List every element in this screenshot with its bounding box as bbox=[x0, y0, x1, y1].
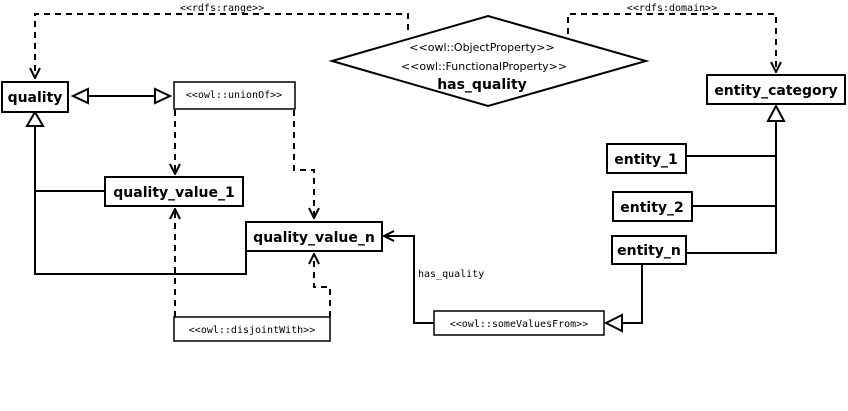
subclass-arrowhead-quality bbox=[25, 109, 45, 127]
union-of-label: <<owl::unionOf>> bbox=[186, 90, 282, 101]
class-entity-n[interactable]: entity_n bbox=[611, 235, 687, 265]
class-quality-label: quality bbox=[8, 90, 63, 106]
class-entity-category-label: entity_category bbox=[714, 83, 837, 99]
some-values-from-node[interactable]: <<owl::someValuesFrom>> bbox=[433, 310, 605, 336]
property-stereotype-object: <<owl::ObjectProperty>> bbox=[409, 41, 554, 54]
some-values-from-edge-label: has_quality bbox=[418, 269, 484, 280]
union-member-n-edge bbox=[293, 110, 314, 218]
equivalence-arrowhead-left bbox=[70, 87, 89, 105]
entity-n-restriction-edge bbox=[622, 264, 643, 324]
domain-edge bbox=[567, 13, 776, 72]
union-of-node[interactable]: <<owl::unionOf>> bbox=[173, 81, 296, 110]
class-entity-2[interactable]: entity_2 bbox=[612, 191, 693, 222]
range-edge bbox=[35, 13, 409, 78]
subclass-edge-value-n bbox=[34, 191, 247, 275]
class-entity-1-label: entity_1 bbox=[614, 152, 678, 168]
entity-n-subclass-edge bbox=[686, 121, 777, 254]
domain-edge-label: <<rdfs:domain>> bbox=[627, 3, 717, 14]
property-stereotype-functional: <<owl::FunctionalProperty>> bbox=[401, 60, 567, 73]
class-quality-value-n-label: quality_value_n bbox=[253, 230, 375, 246]
class-quality[interactable]: quality bbox=[1, 81, 69, 113]
has-quality-property[interactable]: <<owl::ObjectProperty>> <<owl::Functiona… bbox=[328, 14, 650, 108]
subclass-edge-value-1 bbox=[34, 126, 105, 192]
range-edge-label: <<rdfs:range>> bbox=[180, 3, 264, 14]
disjoint-edge-value-n bbox=[314, 254, 331, 317]
class-entity-1[interactable]: entity_1 bbox=[606, 143, 687, 174]
some-values-from-edge bbox=[384, 236, 434, 324]
class-quality-value-n[interactable]: quality_value_n bbox=[245, 221, 383, 252]
some-values-from-label: <<owl::someValuesFrom>> bbox=[450, 319, 588, 330]
class-quality-value-1[interactable]: quality_value_1 bbox=[104, 176, 244, 207]
class-entity-n-label: entity_n bbox=[617, 243, 681, 259]
class-entity-2-label: entity_2 bbox=[620, 200, 684, 216]
equivalence-arrowhead-right bbox=[154, 87, 173, 105]
disjoint-with-node[interactable]: <<owl::disjointWith>> bbox=[173, 316, 331, 342]
subclass-arrowhead-entity-category bbox=[766, 103, 786, 122]
disjoint-with-label: <<owl::disjointWith>> bbox=[189, 325, 315, 336]
class-quality-value-1-label: quality_value_1 bbox=[113, 185, 234, 201]
property-name: has_quality bbox=[437, 77, 527, 93]
class-entity-category[interactable]: entity_category bbox=[706, 74, 846, 105]
restriction-arrowhead bbox=[603, 313, 623, 333]
